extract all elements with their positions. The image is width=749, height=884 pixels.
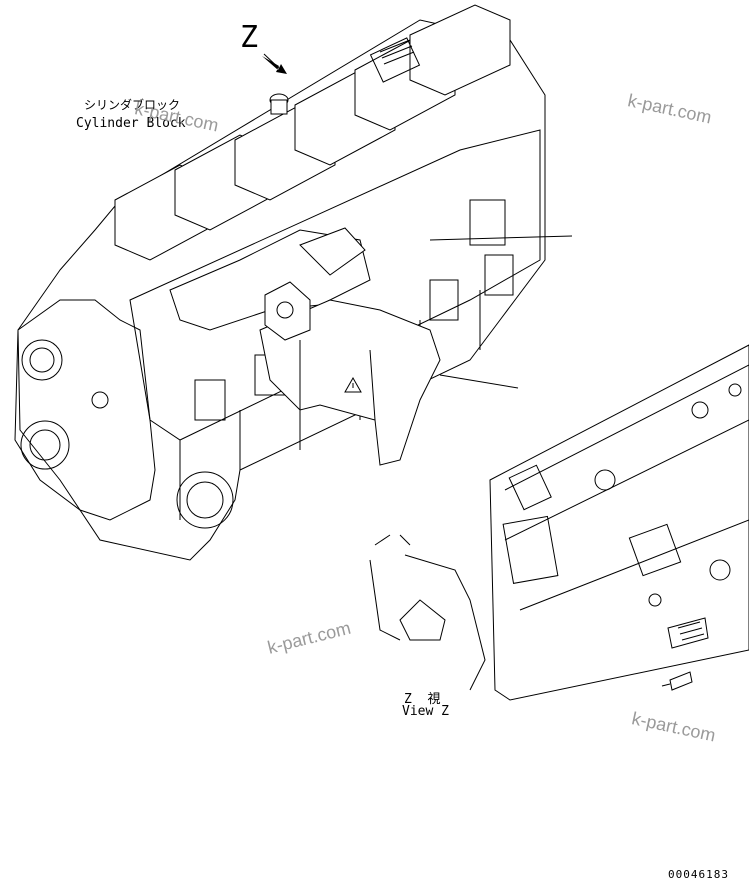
drawing-number: 00046183 (668, 868, 729, 881)
view-z-marker: Z (240, 20, 259, 55)
view-z-arrow-icon (262, 53, 287, 74)
leader-line-lower (439, 374, 519, 389)
cylinder-block-label-jp: シリンダブロック (84, 98, 181, 112)
cylinder-block-label-en: Cylinder Block (76, 116, 186, 131)
leader-line-upper (429, 235, 573, 241)
intake-bracket-assembly (169, 227, 441, 466)
view-z-inset (369, 344, 749, 701)
view-z-label-jp: Z 視 (404, 692, 441, 707)
view-z-label-en: View Z (402, 704, 449, 719)
rocker-covers (114, 4, 511, 261)
